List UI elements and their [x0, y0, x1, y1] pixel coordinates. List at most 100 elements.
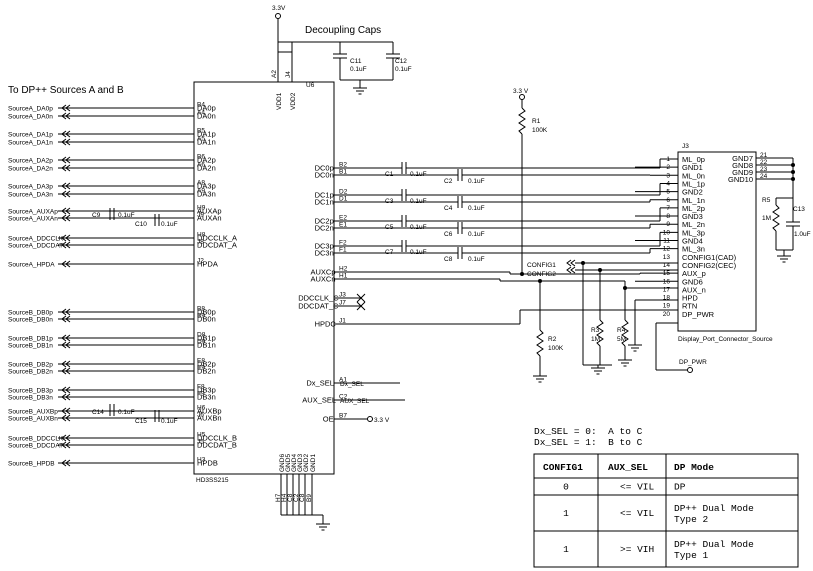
j3-ref: J3	[682, 143, 689, 150]
cap-val-c2: 0.1uF	[468, 178, 485, 185]
u6-pin-name-gnd4: GND4	[291, 454, 298, 472]
u6-pin-num-b9: B9	[306, 494, 313, 502]
net-label-sourcea-da2p: SourceA_DA2p	[8, 158, 53, 165]
u6-pin-name-da1p: DA1p	[197, 130, 216, 139]
u6-pin-name-auxcp: AUXCp	[311, 268, 336, 277]
j3-pin-name-ml-3p: ML_3p	[682, 228, 705, 237]
offpage-connector-icon	[61, 386, 67, 394]
u6-pin-num-h2: H2	[339, 266, 348, 273]
net-label-sourceb-auxbp: SourceB_AUXBp	[8, 409, 58, 416]
j3-pin-num-24: 24	[760, 173, 768, 180]
u6-pin-name-aux-sel: AUX_SEL	[302, 396, 336, 405]
offpage-connector-icon	[61, 407, 67, 415]
net-label-sourcea-da0p: SourceA_DA0p	[8, 106, 53, 113]
u6-body	[193, 81, 335, 475]
u6-pin-name-vdd1: VDD1	[276, 92, 283, 110]
j3-pin-name-aux-n: AUX_n	[682, 285, 706, 294]
net-label-sourcea-da2n: SourceA_DA2n	[8, 166, 53, 173]
j3-pin-num-5: 5	[666, 189, 670, 196]
u6-pin-name-oe: OE	[323, 415, 334, 424]
u6-pin-name-gnd2: GND2	[303, 454, 310, 472]
net-label-sourceb-ddcdat: SourceB_DDCDAT	[8, 443, 63, 450]
net-label-sourcea-auxan: SourceA_AUXAn	[8, 216, 58, 223]
j3-pin-name-gnd8: GND8	[732, 161, 753, 170]
j3-pin-name-config1-cad: CONFIG1(CAD)	[682, 253, 737, 262]
j3-pin-name-ml-1n: ML_1n	[682, 196, 705, 205]
cap-val-c6: 0.1uF	[468, 231, 485, 238]
offpage-connector-icon	[65, 360, 71, 368]
offpage-connector-icon	[61, 112, 67, 120]
u6-pin-name-ddcdat-b: DDCDAT_B	[197, 441, 237, 450]
u6-pin-name-da1n: DA1n	[197, 138, 216, 147]
res-r2-ref: R2	[548, 336, 557, 343]
u6-pin-name-da2p: DA2p	[197, 156, 216, 165]
offpage-connector-icon	[65, 234, 71, 242]
u6-pin-num-j3: J3	[339, 292, 346, 299]
u6-pin-num-b9: B9	[197, 313, 205, 320]
offpage-connector-icon	[61, 138, 67, 146]
u6-pin-name-dc1n: DC1n	[315, 198, 334, 207]
j3-pin-name-rtn: RTN	[682, 302, 697, 311]
u6-pin-name-auxbn: AUXBn	[197, 414, 222, 423]
offpage-connector-icon	[61, 414, 67, 422]
j3-pin-name-ml-2n: ML_2n	[682, 220, 705, 229]
cap-c9-val: 0.1uF	[118, 212, 135, 219]
table-cell-aux-sel: <= VIL	[620, 508, 655, 519]
u6-pin-name-dc0p: DC0p	[315, 164, 334, 173]
u6-pin-name-db0p: DB0p	[197, 308, 216, 317]
j3-pin-name-ml-2p: ML_2p	[682, 204, 705, 213]
u6-pin-name-da3n: DA3n	[197, 190, 216, 199]
u6-pin-name-db2p: DB2p	[197, 360, 216, 369]
j3-pin-num-18: 18	[663, 295, 671, 302]
u6-pin-num-a4: A4	[197, 110, 205, 117]
net-label-sourceb-hpdb: SourceB_HPDB	[8, 461, 55, 468]
offpage-connector-icon	[570, 259, 576, 267]
u6-pin-num-d9: D9	[197, 339, 206, 346]
offpage-connector-icon	[65, 434, 71, 442]
u6-pin-num-c8: C8	[287, 493, 294, 502]
net-label-sourcea-da3p: SourceA_DA3p	[8, 184, 53, 191]
table-cell-dp-mode: DP	[674, 482, 686, 493]
j3-pin-num-16: 16	[663, 278, 671, 285]
j3-pin-num-17: 17	[663, 286, 671, 293]
offpage-connector-icon	[65, 241, 71, 249]
offpage-connector-icon	[61, 130, 67, 138]
j3-pin-num-4: 4	[666, 180, 670, 187]
offpage-connector-icon	[65, 260, 71, 268]
j3-pin-num-22: 22	[760, 159, 768, 166]
cap-c11-ref: C11	[350, 58, 362, 65]
u6-pin-num-e8: E8	[197, 358, 205, 365]
j3-pin-num-23: 23	[760, 166, 768, 173]
rail-label-mid: 3.3 V	[513, 88, 529, 95]
table-cell-dp-mode: DP++ Dual Mode	[674, 539, 754, 550]
u6-pin-name-dc2n: DC2n	[315, 224, 334, 233]
j3-pin-num-7: 7	[666, 205, 670, 212]
cap-ref-c4: C4	[444, 205, 453, 212]
offpage-connector-icon	[65, 407, 71, 415]
net-label-sourceb-db0p: SourceB_DB0p	[8, 310, 53, 317]
j3-pin-name-ml-0n: ML_0n	[682, 171, 705, 180]
u6-pin-name-da2n: DA2n	[197, 164, 216, 173]
res-r1-val: 100K	[532, 127, 548, 134]
u6-pin-name-hpdc: HPDC	[315, 320, 337, 329]
u6-pin-num-h8: H8	[197, 232, 206, 239]
u6-pin-name-hpdb: HPDB	[197, 459, 218, 468]
u6-pin-num-j5: J5	[197, 439, 204, 446]
offpage-connector-icon	[65, 112, 71, 120]
cap-c12-val: 0.1uF	[395, 66, 412, 73]
offpage-connector-icon	[65, 164, 71, 172]
u6-pin-num-c2: C2	[293, 493, 300, 502]
j3-pin-name-hpd: HPD	[682, 294, 698, 303]
cap-c11-val: 0.1uF	[350, 66, 367, 73]
table-cell-config1: 1	[563, 508, 569, 519]
rail-label-top: 3.3V	[272, 5, 286, 12]
cap-c10-val: 0.1uF	[161, 221, 178, 228]
offpage-connector-icon	[61, 393, 67, 401]
offpage-connector-icon	[65, 182, 71, 190]
u6-pin-num-d2: D2	[339, 189, 348, 196]
u6-pin-num-f8: F8	[197, 384, 205, 391]
offpage-connector-icon	[65, 207, 71, 215]
config2-net: CONFIG2	[527, 271, 556, 278]
table-cell-config1: 0	[563, 482, 569, 493]
offpage-connector-icon	[61, 308, 67, 316]
